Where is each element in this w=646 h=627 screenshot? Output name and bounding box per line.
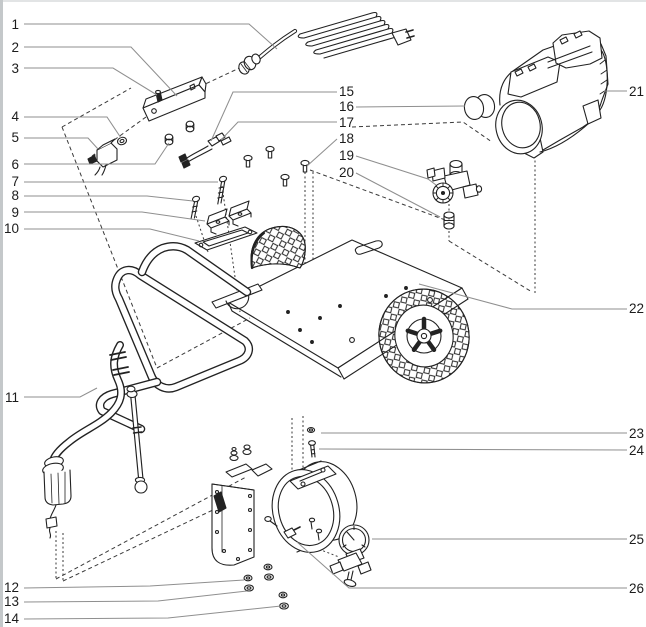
callout-20-leader (355, 172, 441, 218)
callout-10-leader (24, 228, 200, 242)
callout-11-leader (24, 387, 98, 398)
callout-25-label: 25 (629, 532, 644, 547)
deck-screws-drawing (243, 145, 310, 187)
callout-17-label: 17 (339, 115, 354, 130)
power-cord-drawing (238, 11, 415, 75)
callout-17-leader (220, 121, 337, 141)
callout-14-label: 14 (4, 611, 20, 626)
callout-15-label: 15 (339, 84, 354, 99)
control-box-drawing (142, 76, 207, 122)
valve-drawing (426, 159, 483, 204)
callout-18-leader (306, 138, 338, 167)
callout-5-label: 5 (11, 130, 19, 145)
callout-6-leader (24, 142, 170, 165)
callout-15-leader (210, 91, 337, 142)
callout-18-label: 18 (339, 131, 354, 146)
callout-16-label: 16 (339, 99, 354, 114)
callout-8-label: 8 (11, 188, 19, 203)
callout-3-leader (24, 67, 158, 96)
callout-2-label: 2 (11, 40, 19, 55)
page-edge-strip (0, 0, 3, 627)
pump-fitting-26 (283, 527, 297, 539)
pump-assembly-drawing (211, 444, 358, 610)
siphon-hose-drawing (42, 341, 148, 539)
callout-13-leader (23, 590, 248, 603)
motor-cap-drawing (463, 94, 496, 120)
callout-24-label: 24 (629, 443, 645, 458)
callout-9-leader (24, 211, 206, 222)
callout-7-label: 7 (11, 174, 19, 189)
callout-2-leader (24, 46, 178, 97)
callout-12-leader (23, 579, 245, 589)
pressure-gauge-drawing (329, 524, 372, 587)
callout-11-label: 11 (5, 390, 19, 405)
assembly-alignment-lines (55, 63, 536, 582)
callout-20-label: 20 (339, 165, 354, 180)
callout-22-leader (418, 283, 627, 310)
callout-1-leader (24, 23, 278, 50)
callout-5-leader (24, 137, 99, 150)
callout-4-leader (24, 116, 122, 139)
callout-14-leader (23, 605, 282, 620)
callout-16-leader (355, 105, 466, 108)
brackets-drawing (206, 200, 252, 235)
callout-8-leader (24, 195, 194, 202)
callout-13-label: 13 (4, 594, 19, 609)
callout-3-label: 3 (11, 61, 19, 76)
callout-19-leader (355, 155, 437, 186)
long-screws-drawing (190, 175, 228, 220)
callout-10-label: 10 (4, 221, 19, 236)
callout-6-label: 6 (11, 157, 19, 172)
callout-24-leader (318, 448, 628, 451)
callout-4-label: 4 (11, 109, 19, 124)
wire-harness-drawing (178, 132, 232, 169)
callout-layer: 1234567891011121314151617181920212223242… (4, 17, 645, 626)
plate-drawing (194, 226, 258, 251)
callout-26-leader (296, 541, 627, 589)
page-top-strip (3, 0, 646, 2)
washer-screw-23-24-drawing (306, 427, 316, 458)
callout-21-label: 21 (629, 84, 644, 99)
callout-1-label: 1 (11, 17, 19, 32)
washer-drawing (116, 136, 128, 146)
callout-26-label: 26 (629, 581, 644, 596)
callout-9-label: 9 (11, 205, 19, 220)
motor-drawing (495, 30, 609, 159)
callout-22-label: 22 (629, 301, 644, 316)
switch-drawing (87, 138, 118, 176)
fitting-20-drawing (443, 211, 455, 230)
callout-23-label: 23 (629, 426, 644, 441)
callout-12-label: 12 (4, 580, 19, 595)
cart-assembly-drawing (95, 226, 470, 434)
callout-19-label: 19 (339, 148, 354, 163)
nuts-drawing (164, 120, 195, 146)
